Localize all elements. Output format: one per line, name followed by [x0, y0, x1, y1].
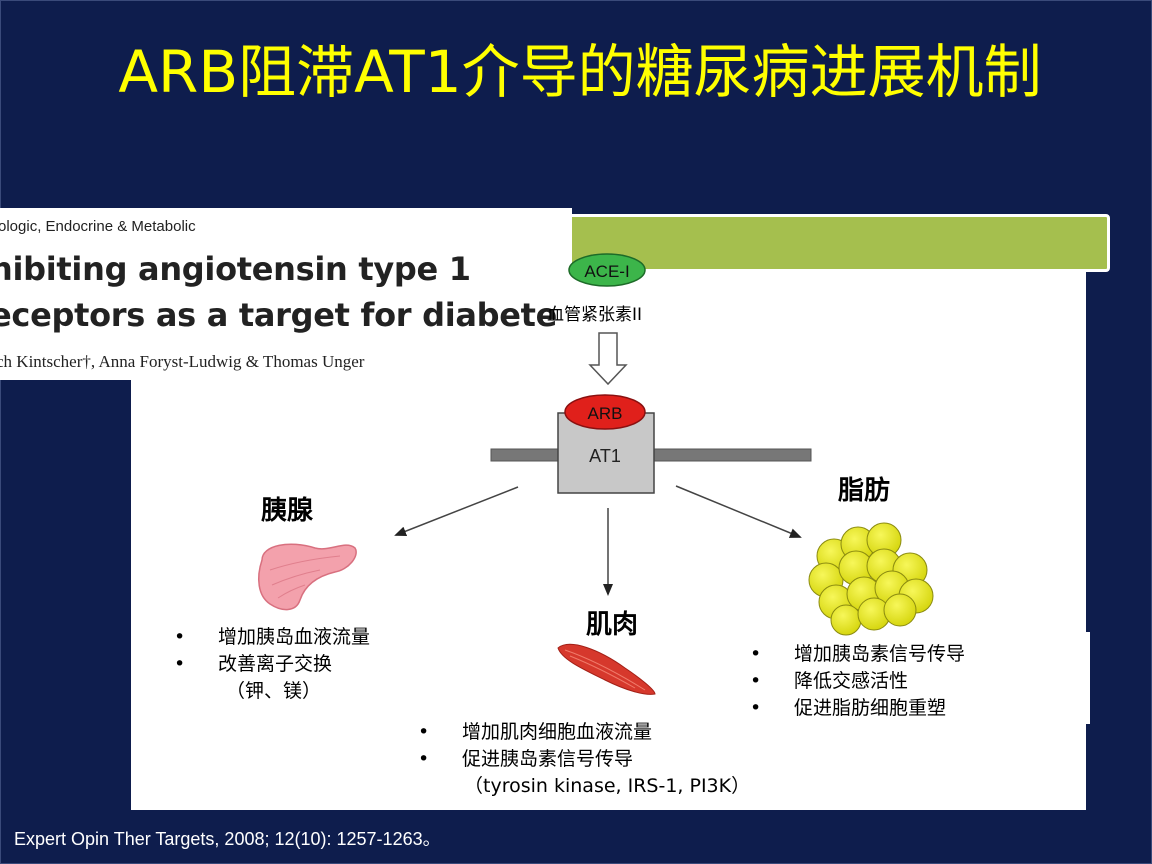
- ace-inhibitor-node: ACE-I: [568, 253, 646, 287]
- list-item: 降低交感活性: [750, 668, 965, 695]
- citation-footer: Expert Opin Ther Targets, 2008; 12(10): …: [14, 829, 441, 849]
- list-item-note: （tyrosin kinase, IRS-1, PI3K）: [464, 775, 751, 797]
- fat-label: 脂肪: [838, 476, 890, 506]
- paper-title-line2: eceptors as a target for diabete: [0, 296, 558, 334]
- muscle-image: [557, 643, 656, 695]
- list-item: 增加胰岛素信号传导: [750, 641, 965, 668]
- receptor-label: AT1: [589, 446, 621, 466]
- pancreas-image: [257, 543, 357, 611]
- list-item: 促进胰岛素信号传导: [418, 746, 750, 773]
- decorative-green-bar: [560, 214, 1110, 272]
- list-item: 促进脂肪细胞重塑: [750, 695, 965, 722]
- paper-title: hibiting angiotensin type 1 eceptors as …: [0, 246, 557, 338]
- arrow-to-pancreas: [394, 486, 519, 536]
- list-item: 增加胰岛血液流量: [174, 624, 370, 651]
- paper-title-line1: hibiting angiotensin type 1: [0, 250, 471, 288]
- hollow-arrow-down: [588, 332, 628, 386]
- panel-edge: [1086, 632, 1090, 724]
- list-item: 改善离子交换: [174, 651, 370, 678]
- angiotensin-label: 血管紧张素II: [547, 305, 643, 325]
- arb-node: ARB: [564, 394, 646, 430]
- arrow-to-fat: [675, 485, 802, 538]
- list-item: 增加肌肉细胞血液流量: [418, 719, 750, 746]
- pancreas-label: 胰腺: [261, 496, 314, 526]
- at1-receptor: [557, 412, 655, 494]
- muscle-effects-list: 增加肌肉细胞血液流量 促进胰岛素信号传导 （tyrosin kinase, IR…: [418, 719, 750, 800]
- fat-cells-image: [808, 522, 934, 636]
- paper-clipping: ologic, Endocrine & Metabolic hibiting a…: [0, 208, 572, 380]
- paper-journal: ologic, Endocrine & Metabolic: [0, 218, 196, 235]
- slide-title: ARB阻滞AT1介导的糖尿病进展机制: [118, 38, 1042, 106]
- pancreas-effects-list: 增加胰岛血液流量 改善离子交换 （钾、镁）: [174, 624, 370, 705]
- fat-effects-list: 增加胰岛素信号传导 降低交感活性 促进脂肪细胞重塑: [750, 641, 965, 722]
- list-item-note: （钾、镁）: [226, 680, 322, 702]
- ace-label: ACE-I: [584, 262, 629, 281]
- arb-label: ARB: [588, 404, 623, 423]
- paper-authors: ch Kintscher†, Anna Foryst-Ludwig & Thom…: [0, 352, 365, 371]
- muscle-label: 肌肉: [586, 610, 638, 640]
